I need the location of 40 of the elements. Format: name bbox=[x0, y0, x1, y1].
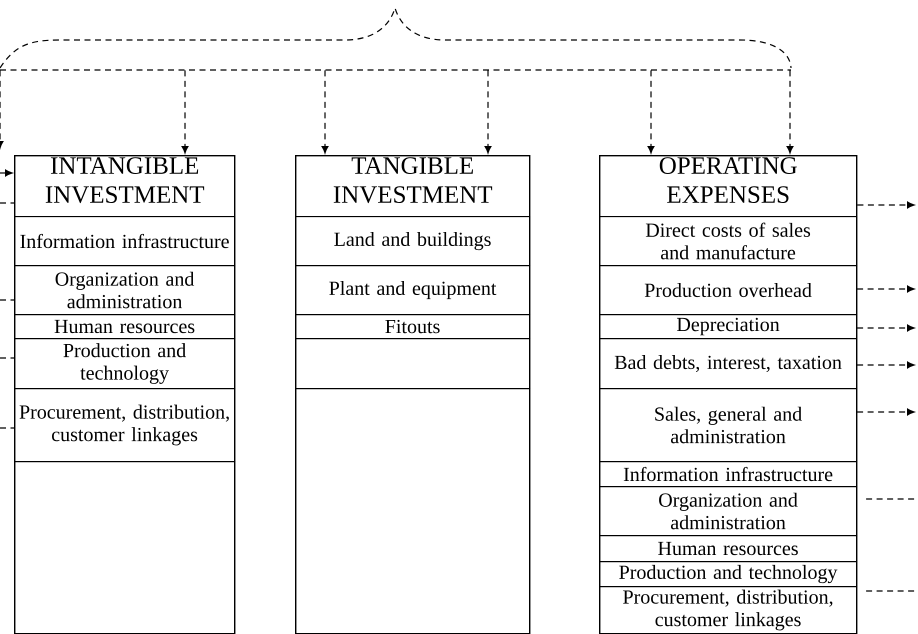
arrow bbox=[0, 70, 4, 148]
arrow bbox=[648, 70, 654, 154]
table-cell: Human resources bbox=[14, 314, 236, 340]
table-cell: Bad debts, interest, taxation bbox=[599, 338, 858, 390]
connector-line bbox=[866, 590, 916, 592]
connector-line bbox=[0, 427, 14, 429]
table-cell: Information infrastructure bbox=[599, 460, 858, 488]
table-cell: Procurement, distribution, customer linkages bbox=[599, 586, 858, 634]
connector-line bbox=[0, 357, 14, 359]
table-cell: Production overhead bbox=[599, 264, 858, 316]
table-cell: Plant and equipment bbox=[295, 264, 530, 316]
empty-cell bbox=[14, 460, 236, 634]
arrow bbox=[857, 202, 914, 208]
curly-brace bbox=[0, 7, 792, 71]
table-cell: Organization and administration bbox=[14, 264, 236, 316]
arrow bbox=[857, 286, 914, 292]
table-cell: Production and technology bbox=[599, 560, 858, 588]
arrow bbox=[786, 70, 794, 154]
arrow bbox=[322, 70, 328, 154]
table-cell: Land and buildings bbox=[295, 216, 530, 266]
table-cell: Direct costs of sales and manufacture bbox=[599, 216, 858, 266]
connector-line bbox=[0, 299, 14, 301]
empty-cell bbox=[295, 388, 530, 634]
table-cell: Human resources bbox=[599, 534, 858, 562]
table-cell: Production and technology bbox=[14, 338, 236, 390]
table-cell: Fitouts bbox=[295, 314, 530, 340]
arrow bbox=[857, 362, 914, 368]
table-cell: Organization and administration bbox=[599, 486, 858, 536]
connector-line bbox=[0, 202, 14, 204]
table-cell: Procurement, distribution, customer linkages bbox=[14, 388, 236, 462]
table-cell: Sales, general and administration bbox=[599, 388, 858, 462]
arrow bbox=[484, 70, 492, 154]
arrow bbox=[182, 70, 188, 154]
arrow bbox=[0, 170, 12, 176]
connector-line bbox=[866, 498, 916, 500]
empty-cell bbox=[295, 338, 530, 390]
table-cell: Information infrastructure bbox=[14, 216, 236, 266]
arrow bbox=[857, 324, 914, 332]
table-cell: Depreciation bbox=[599, 314, 858, 340]
arrow bbox=[857, 408, 914, 416]
